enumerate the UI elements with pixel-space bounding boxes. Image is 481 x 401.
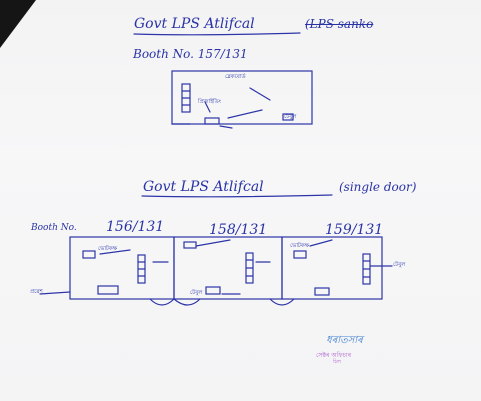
heading-bottom-underline: [141, 194, 333, 198]
top-room-table: [282, 113, 294, 121]
door-158: [173, 298, 201, 306]
heading-bottom-note: (single door): [339, 180, 417, 194]
door-159: [269, 298, 295, 306]
room-156: [69, 236, 175, 300]
label-table: টেবুল: [284, 114, 297, 120]
booth-159-number: 159/131: [325, 222, 384, 238]
top-room: [171, 70, 313, 125]
label-room156: ভোটকক্ষ: [98, 246, 118, 252]
top-room-arrow-2: [204, 101, 211, 113]
heading-bottom: Govt LPS Atlifcal: [143, 179, 264, 195]
room-158-box: [183, 241, 197, 249]
room-158-desk: [205, 286, 221, 295]
booth-label-bottom: Booth No.: [31, 223, 77, 233]
label-blackboard: ব্লেকবোৰ্ড: [225, 74, 246, 80]
room-156-box: [82, 250, 96, 259]
room-159-desk: [314, 287, 330, 296]
label-left: প্ৰৱেশ: [30, 289, 43, 295]
stamp-line-1: সেক্টৰ অফিচাৰ: [316, 352, 351, 359]
label-room159: ভোটকক্ষ: [290, 243, 310, 249]
booth-158-number: 158/131: [209, 222, 268, 238]
stamp-line-2: চিল: [333, 359, 341, 365]
room-159: [281, 236, 383, 300]
dark-corner: [0, 0, 36, 48]
label-room158: টেবুল: [190, 290, 203, 296]
room-159-box: [293, 250, 307, 259]
booth-156-number: 156/131: [106, 219, 165, 235]
top-room-door: [204, 117, 220, 125]
heading-top-struck: (LPS sanko: [305, 17, 374, 31]
room-156-desk: [97, 285, 119, 295]
heading-top-underline: [133, 32, 301, 36]
booth-157-label: Booth No. 157/131: [133, 47, 248, 61]
door-156: [149, 298, 175, 306]
heading-top: Govt LPS Atlifcal: [134, 16, 255, 32]
label-right: টেবুল: [393, 262, 406, 268]
label-polling: প্ৰিজাইডিং: [198, 99, 222, 105]
signature: ধৰাতসাৰ: [326, 335, 363, 346]
left-arrow: [39, 291, 71, 295]
top-room-arrow-1: [227, 109, 263, 119]
